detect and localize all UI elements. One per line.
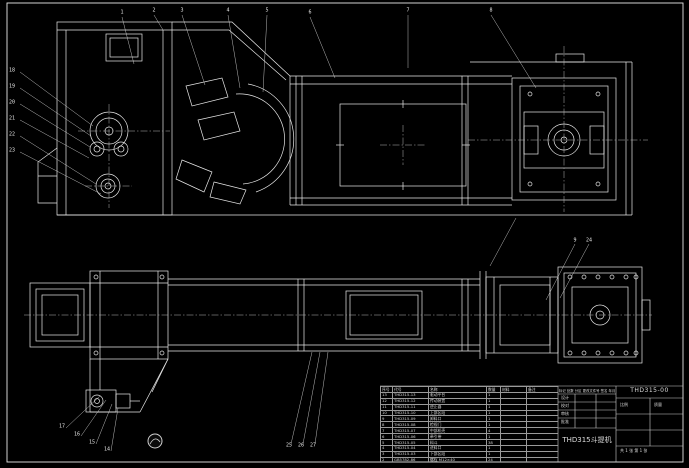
drawing-frame (6, 2, 684, 463)
sig-label-approve: 批准 (561, 419, 569, 424)
parts-cell (526, 456, 558, 462)
stamp-mark (147, 433, 163, 449)
balloon-number: 18 (8, 67, 16, 74)
balloon-number: 7 (406, 7, 410, 14)
balloon-number: 20 (8, 99, 16, 106)
balloon-number: 5 (265, 7, 269, 14)
balloon-number: 1 (120, 9, 124, 16)
balloon-number: 3 (180, 7, 184, 14)
center-lines (24, 46, 652, 316)
sheet-label: 共 1 张 第 1 张 (620, 448, 648, 453)
balloon-number: 14 (103, 446, 111, 453)
sig-label-design: 设计 (561, 395, 569, 400)
drawing-title: THD315斗提机 (562, 436, 612, 444)
sig-label-check: 校对 (561, 403, 569, 408)
balloon-number: 17 (58, 423, 66, 430)
balloon-number: 23 (8, 147, 16, 154)
balloon-number: 16 (73, 431, 81, 438)
balloon-number: 15 (88, 439, 96, 446)
balloon-number: 26 (297, 442, 305, 449)
balloon-number: 24 (585, 237, 593, 244)
parts-cell: 螺栓 M12×40 (428, 456, 487, 462)
balloon-number: 25 (285, 442, 293, 449)
balloon-number: 6 (308, 9, 312, 16)
parts-cell (500, 456, 527, 462)
parts-cell: 2 (380, 456, 393, 462)
balloon-number: 9 (573, 237, 577, 244)
balloon-number: 22 (8, 131, 16, 138)
balloon-number: 19 (8, 83, 16, 90)
scale-label: 比例 (620, 402, 628, 407)
leader-lines (19, 14, 590, 452)
balloon-number: 2 (152, 7, 156, 14)
revision-header: 标记 处数 分区 更改文件号 签名 年月日 (559, 389, 615, 393)
balloon-number: 21 (8, 115, 16, 122)
parts-cell: GB5782-86 (392, 456, 429, 462)
sig-label-audit: 审核 (561, 411, 569, 416)
balloon-number: 4 (226, 7, 230, 14)
drawing-number: THD315-00 (630, 387, 669, 394)
balloon-number: 8 (489, 7, 493, 14)
parts-cell: 24 (486, 456, 501, 462)
title-block-grid (380, 385, 683, 462)
balloon-number: 27 (309, 442, 317, 449)
weight-label: 质量 (654, 402, 662, 407)
